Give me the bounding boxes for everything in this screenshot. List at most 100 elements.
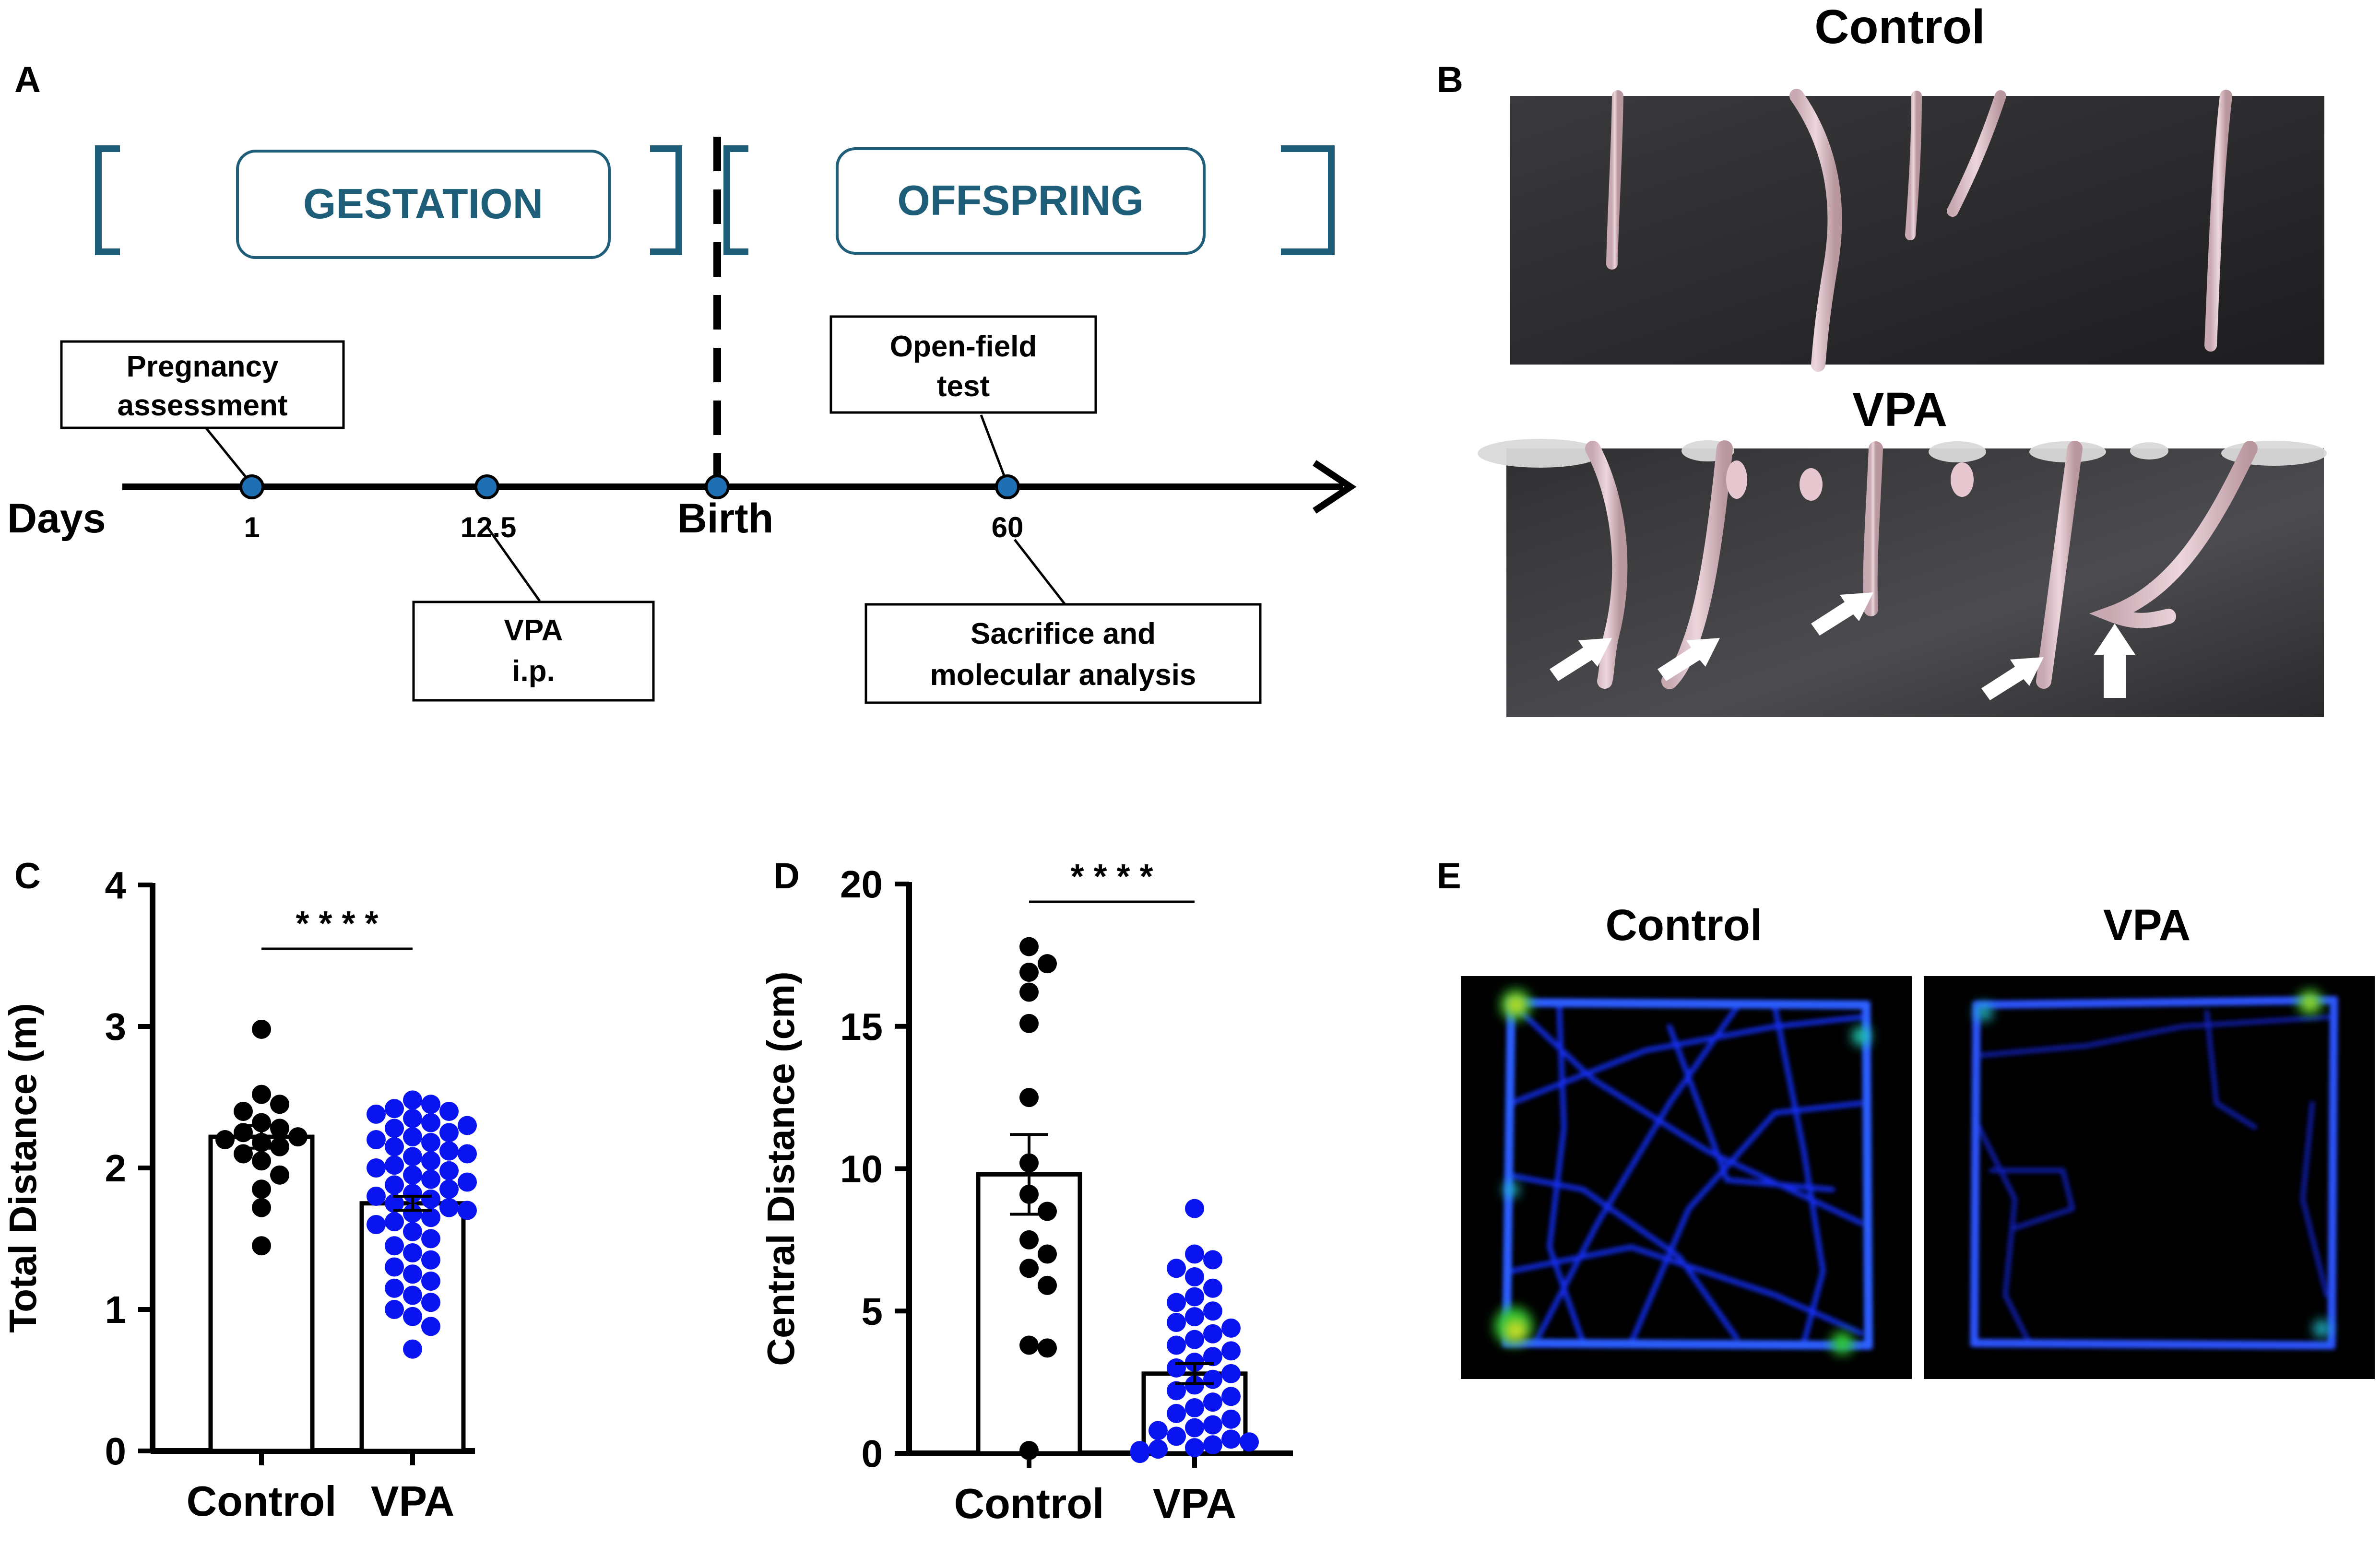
chartc-point-vpa	[421, 1095, 440, 1114]
chartd-point-control	[1019, 1335, 1039, 1355]
chartd-point-control	[1019, 982, 1039, 1002]
tails-control-title: Control	[1814, 0, 1985, 54]
chartd-y-tick-label: 20	[840, 863, 883, 906]
chartc-y-tick-label: 1	[105, 1288, 127, 1331]
chartc-point-control	[252, 1113, 271, 1132]
tick-day1: 1	[244, 511, 260, 543]
box-vpa-line1: VPA	[504, 614, 563, 647]
heatmap-control	[1461, 976, 1912, 1379]
box-openfield-line1: Open-field	[890, 330, 1037, 363]
chartd-y-label: Central Distance (cm)	[759, 971, 802, 1366]
box-pregnancy-line2: assessment	[117, 389, 287, 422]
panel-label-b: B	[1437, 59, 1463, 100]
chartd-point-vpa	[1167, 1358, 1186, 1378]
chartd-point-vpa	[1203, 1324, 1222, 1344]
chartc-point-vpa	[403, 1108, 422, 1128]
chartc-point-vpa	[421, 1229, 440, 1249]
chartc-point-vpa	[421, 1189, 440, 1209]
chartc-point-vpa	[367, 1187, 386, 1206]
offspring-box	[836, 147, 1206, 255]
chartd-point-control	[1038, 954, 1057, 974]
box-sacrifice-line2: molecular analysis	[930, 659, 1196, 692]
box-pregnancy-line1: Pregnancy	[126, 350, 279, 383]
chartc-point-vpa	[439, 1102, 459, 1121]
chartd-point-control	[1038, 1244, 1057, 1264]
box-sacrifice: Sacrifice and molecular analysis	[864, 603, 1262, 704]
chartd-point-control	[1019, 1230, 1039, 1249]
chartc-point-vpa	[403, 1339, 422, 1359]
heatmap-control-title: Control	[1605, 901, 1762, 950]
chartd-point-vpa	[1167, 1335, 1186, 1355]
chartd-point-control	[1038, 1202, 1057, 1221]
chartc-y-tick-label: 4	[105, 864, 127, 907]
chartd-point-control	[1038, 1275, 1057, 1295]
chartc-point-vpa	[421, 1132, 440, 1152]
chartc-point-control	[234, 1102, 253, 1121]
tails-control-photo	[1510, 89, 2324, 372]
chartd-point-vpa	[1203, 1392, 1222, 1412]
tails-vpa-title: VPA	[1852, 383, 1947, 436]
panel-label-d: D	[773, 856, 800, 896]
chartd-point-control	[1019, 1259, 1039, 1278]
chartd-point-control	[1038, 1338, 1057, 1358]
chartc-point-vpa	[403, 1243, 422, 1262]
chartc-point-control	[270, 1165, 289, 1185]
chartd-point-vpa	[1203, 1435, 1222, 1455]
chartc-point-vpa	[421, 1113, 440, 1132]
chartc-point-vpa	[385, 1257, 404, 1277]
panel-label-c: C	[14, 856, 41, 896]
timeline-dot-birth	[705, 474, 730, 499]
chartc-point-vpa	[421, 1293, 440, 1312]
offspring-label: OFFSPRING	[897, 177, 1143, 224]
timeline-dot-day1	[239, 474, 264, 499]
chartc-point-vpa	[403, 1127, 422, 1147]
chartc-point-vpa	[385, 1278, 404, 1298]
chartc-point-vpa	[439, 1161, 459, 1180]
gestation-box	[236, 150, 611, 259]
chartc-point-control	[252, 1151, 271, 1171]
chartc-point-vpa	[385, 1155, 404, 1175]
chartd-point-vpa	[1221, 1318, 1241, 1338]
chartd-point-vpa	[1203, 1415, 1222, 1435]
chartc-y-tick-label: 3	[105, 1005, 127, 1048]
chartd-point-vpa	[1185, 1418, 1204, 1438]
chartc-point-vpa	[458, 1116, 477, 1135]
chartc-point-vpa	[385, 1119, 404, 1138]
chartd-point-vpa	[1221, 1387, 1241, 1406]
chartc-point-control	[252, 1019, 271, 1039]
chartc-point-control	[252, 1179, 271, 1199]
chartc-point-vpa	[385, 1300, 404, 1319]
chartd-point-control	[1019, 1088, 1039, 1108]
chartd-y-tick-label: 5	[862, 1290, 883, 1332]
chartd-point-vpa	[1149, 1439, 1168, 1459]
box-pregnancy-assessment: Pregnancy assessment	[60, 340, 345, 429]
chartd-x-tick-label: Control	[954, 1480, 1104, 1527]
box-open-field-test: Open-field test	[829, 315, 1097, 414]
chartd-point-vpa	[1185, 1244, 1204, 1264]
chartd-point-control	[1019, 1441, 1039, 1461]
tails-arrows	[1550, 592, 2135, 700]
chartc-point-control	[252, 1198, 271, 1217]
timeline-brackets	[95, 145, 1335, 255]
box-vpa-ip: VPA i.p.	[412, 601, 655, 702]
chartc-point-vpa	[421, 1169, 440, 1189]
chartc-point-control	[252, 1084, 271, 1104]
chartd-point-vpa	[1185, 1199, 1204, 1218]
timeline-days-label: Days	[7, 495, 106, 542]
chartc-point-vpa	[385, 1212, 404, 1232]
chartd-point-vpa	[1203, 1347, 1222, 1367]
chartd-point-vpa	[1185, 1438, 1204, 1458]
chartd-point-vpa	[1185, 1287, 1204, 1307]
chartc-point-control	[234, 1123, 253, 1143]
chartc-point-vpa	[385, 1236, 404, 1256]
chartc-point-vpa	[439, 1123, 459, 1143]
chartd-point-control	[1019, 962, 1039, 982]
chartd-point-vpa	[1149, 1421, 1168, 1440]
chartc-point-vpa	[458, 1172, 477, 1192]
chartc-point-control	[270, 1119, 289, 1138]
chartc-point-vpa	[421, 1272, 440, 1291]
chartd-point-vpa	[1221, 1429, 1241, 1449]
